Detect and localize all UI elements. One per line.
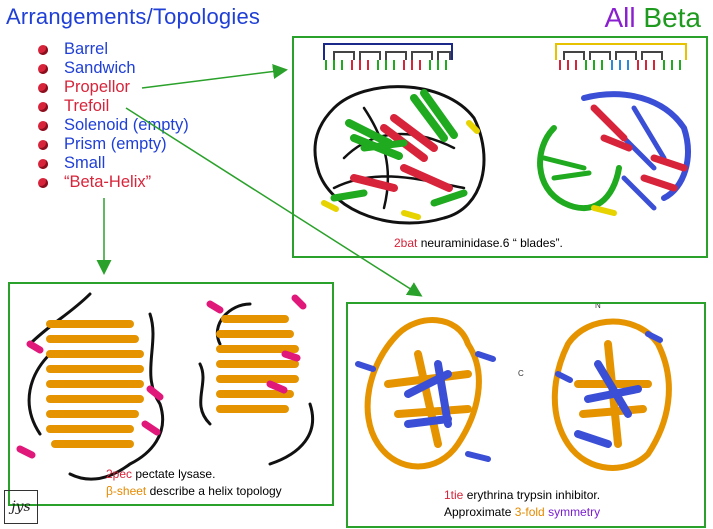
list-item: Prism (empty) [38, 135, 189, 154]
list-item: Propellor [38, 78, 189, 97]
propeller-caption: 2bat neuraminidase.6 “ blades”. [394, 236, 563, 250]
trypsin-inhibitor-illustration: C N [355, 304, 672, 471]
pdb-id: 2pec [106, 467, 133, 481]
propeller-illustration [313, 43, 691, 225]
caption-text: erythrina trypsin inhibitor. [463, 488, 601, 502]
pdb-id: 1tie [444, 488, 464, 502]
bullet-icon [38, 44, 48, 55]
fold-label: 3-fold [514, 505, 545, 519]
trefoil-panel: C N 1tie erythrina trypsin inhibitor. Ap… [346, 302, 706, 528]
trefoil-caption-1: 1tie erythrina trypsin inhibitor. [444, 488, 600, 502]
topic-label: Propellor [64, 78, 131, 96]
topic-label: Solenoid (empty) [64, 116, 189, 134]
bullet-icon [38, 63, 48, 74]
bullet-icon [38, 101, 48, 112]
topology-diagram-icon [323, 43, 453, 70]
pdb-id: 2bat [394, 236, 418, 250]
list-item: Solenoid (empty) [38, 116, 189, 135]
neuraminidase-dimer-icon [537, 91, 691, 216]
topology-list: Barrel Sandwich Propellor Trefoil Soleno… [38, 40, 189, 192]
topic-label: “Beta-Helix” [64, 173, 152, 191]
propeller-panel: 2bat neuraminidase.6 “ blades”. [292, 36, 708, 258]
bullet-icon [38, 120, 48, 131]
beta-helix-panel: 2pec pectate lysase. β-sheet describe a … [8, 282, 334, 506]
helix-caption-2: β-sheet describe a helix topology [106, 484, 282, 498]
caption-text: Approximate [444, 505, 515, 519]
c-terminus-label: C [518, 369, 524, 378]
topic-label: Prism (empty) [64, 135, 167, 153]
topic-label: Small [64, 154, 106, 172]
list-item: Barrel [38, 40, 189, 59]
caption-text: neuraminidase.6 “ blades”. [417, 236, 563, 250]
list-item: Small [38, 154, 189, 173]
helix-caption-1: 2pec pectate lysase. [106, 467, 215, 481]
list-item: Sandwich [38, 59, 189, 78]
bullet-icon [38, 177, 48, 188]
list-item: Trefoil [38, 97, 189, 116]
topic-label: Barrel [64, 40, 109, 58]
bullet-icon [38, 139, 48, 150]
list-item: “Beta-Helix” [38, 173, 189, 192]
caption-text: pectate lysase. [132, 467, 216, 481]
n-terminus-label: N [595, 304, 601, 310]
signature: jys [4, 490, 38, 524]
badge-word-beta: Beta [643, 2, 701, 33]
topology-diagram-right-icon [555, 43, 687, 70]
neuraminidase-structure-icon [313, 85, 486, 225]
all-beta-badge: All Beta [604, 2, 701, 34]
beta-sheet-label: β-sheet [106, 484, 147, 498]
trefoil-caption-2: Approximate 3-fold symmetry [444, 505, 600, 519]
bullet-icon [38, 82, 48, 93]
caption-text: describe a helix topology [146, 484, 282, 498]
pectate-lyase-structure-icon [16, 292, 315, 481]
signature-text: jys [11, 499, 31, 515]
badge-word-all: All [604, 2, 636, 33]
symmetry-label: symmetry [544, 505, 601, 519]
bullet-icon [38, 158, 48, 169]
topic-label: Trefoil [64, 97, 110, 115]
trypsin-inhibitor-structure-icon [355, 317, 672, 471]
page-title: Arrangements/Topologies [6, 4, 261, 29]
topic-label: Sandwich [64, 59, 136, 77]
pectate-lyase-illustration [16, 292, 315, 481]
